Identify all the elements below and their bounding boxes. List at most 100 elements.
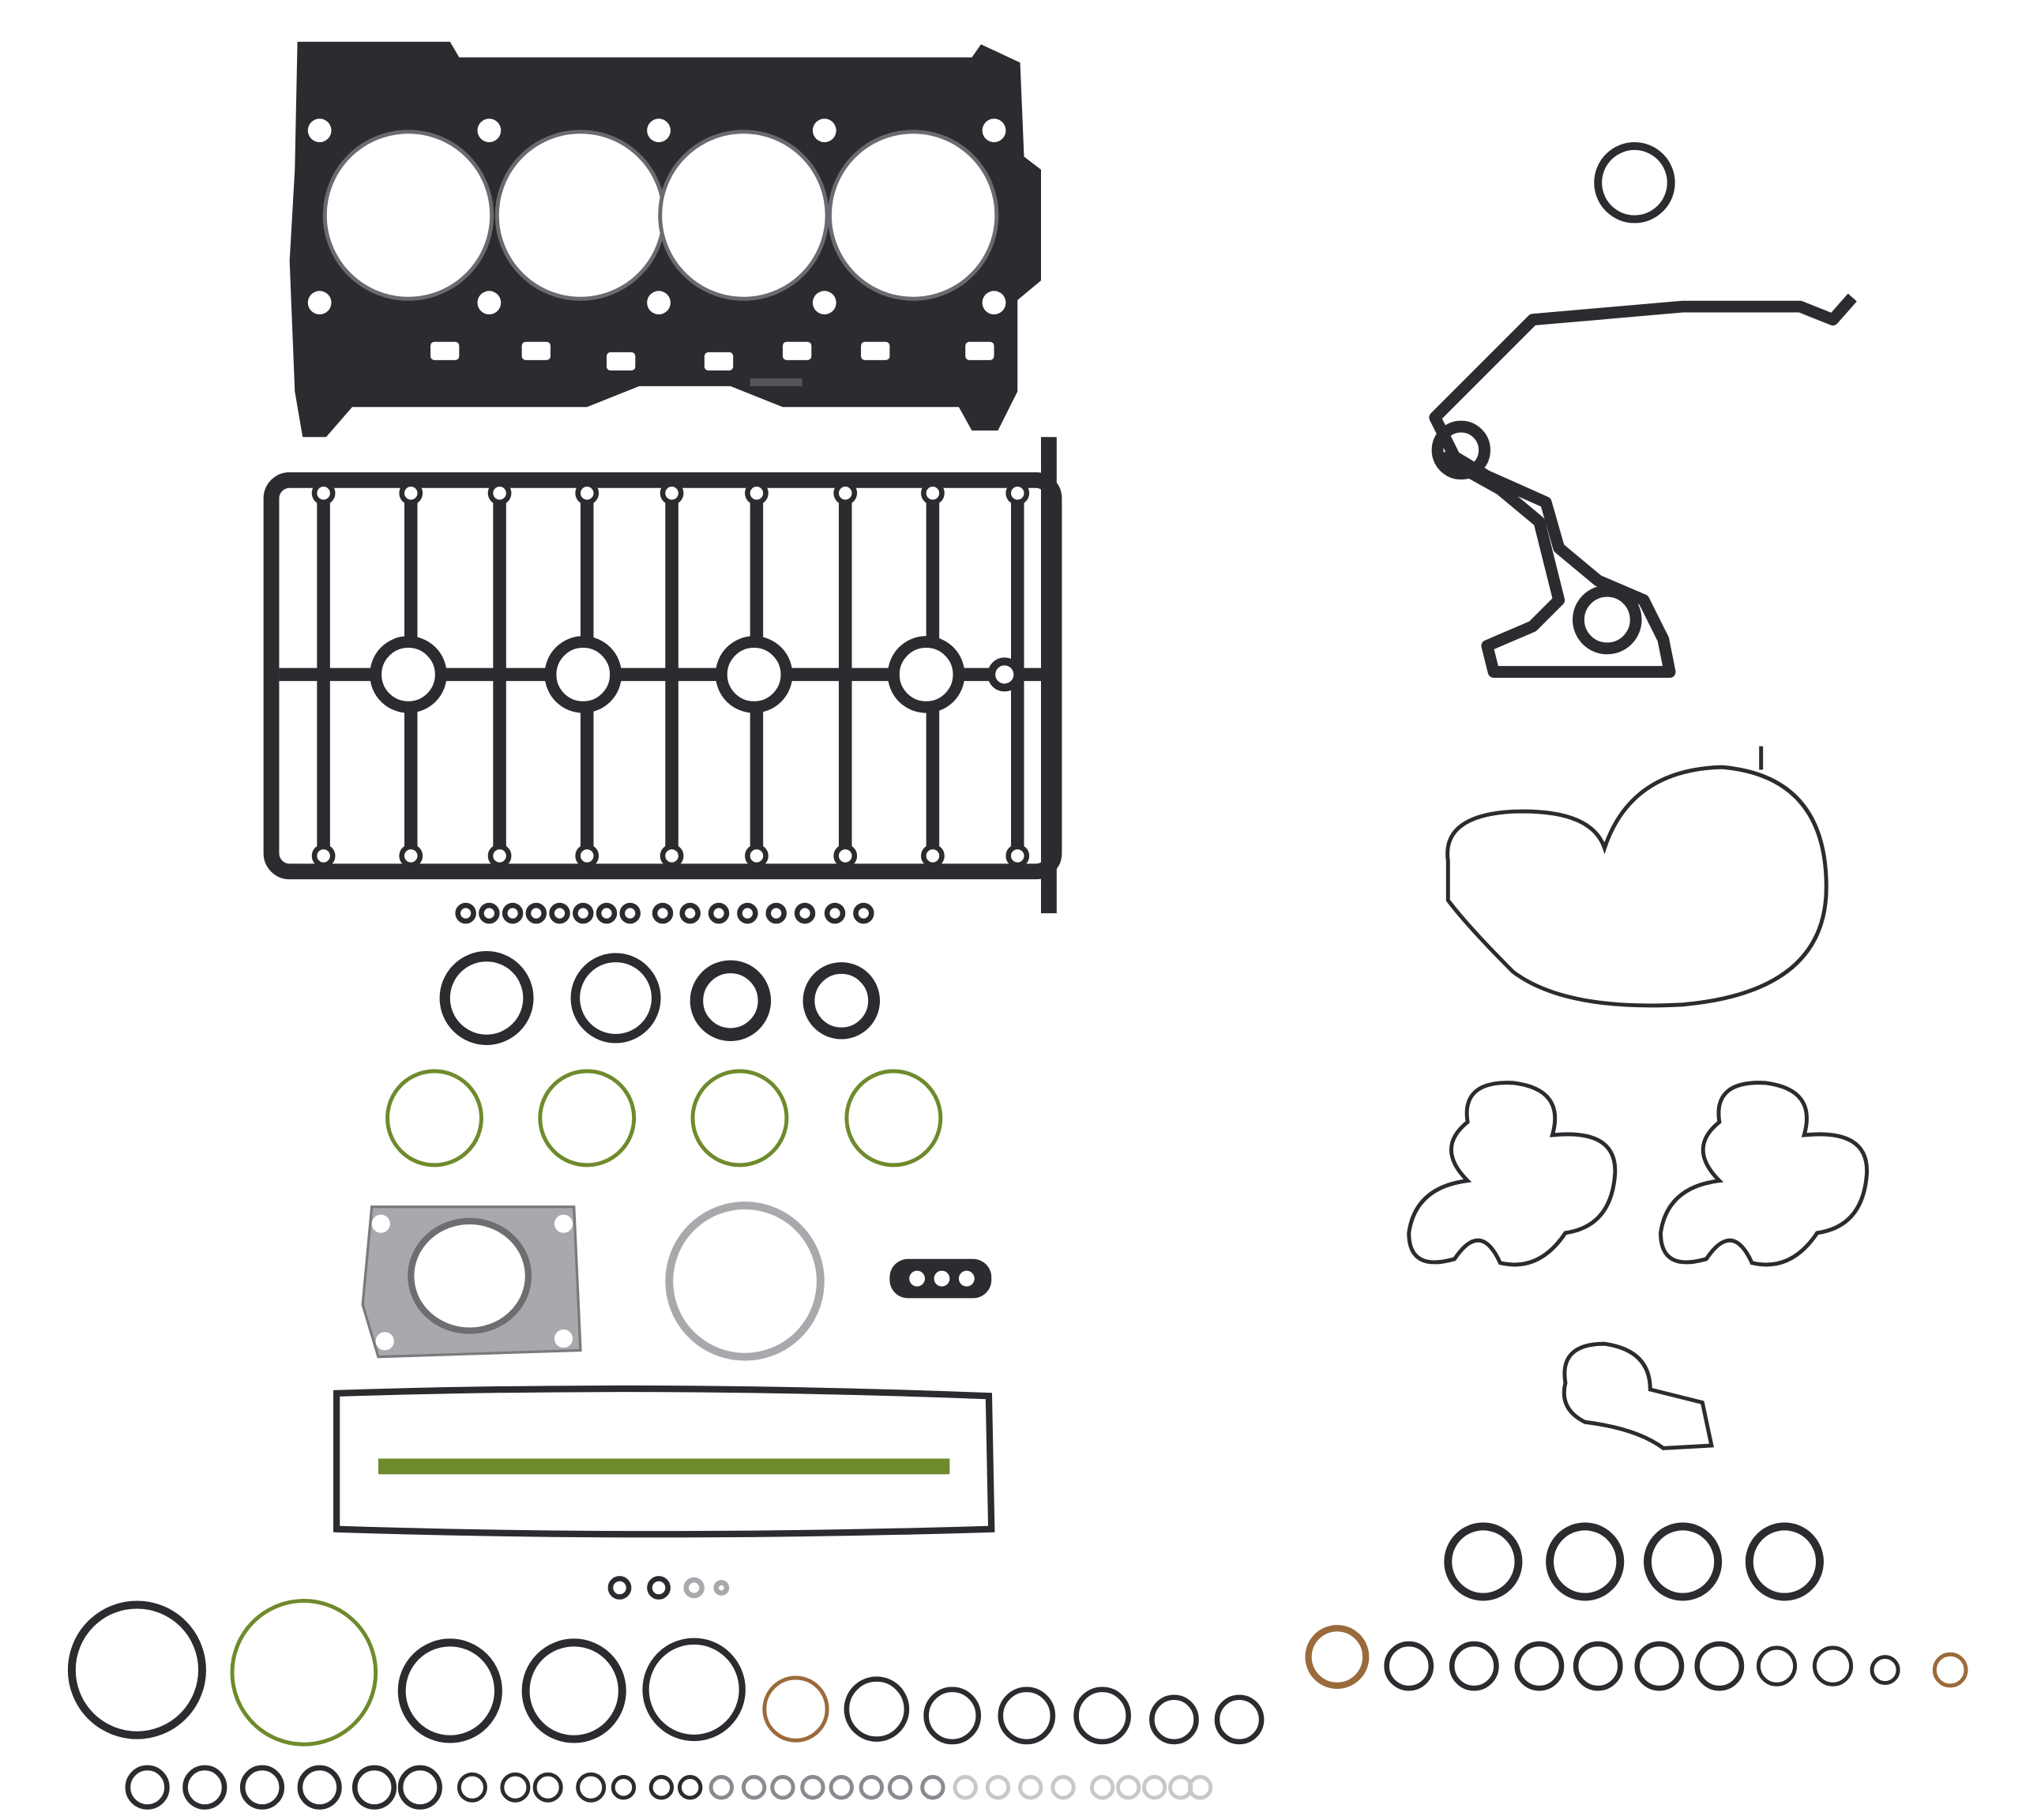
o-ring-seal <box>829 1775 854 1800</box>
o-ring-seal <box>607 1576 632 1600</box>
o-ring-seal <box>844 1069 943 1168</box>
o-ring-seal <box>648 1775 675 1800</box>
bolt-hole <box>647 118 671 143</box>
o-ring-seal <box>853 902 874 924</box>
o-ring-seal <box>998 1687 1056 1745</box>
o-ring-seal <box>844 1676 910 1742</box>
o-ring-seal <box>1305 1625 1370 1690</box>
bolt-hole <box>982 291 1006 315</box>
o-ring-seal <box>741 1775 767 1800</box>
coolant-port <box>430 341 460 360</box>
spark-plug-seal <box>370 636 447 713</box>
o-ring-seal <box>1634 1641 1685 1691</box>
intake-gasket-left <box>1407 1081 1618 1267</box>
o-ring-seal <box>619 902 641 924</box>
bolt-hole <box>921 844 945 868</box>
o-ring-seal <box>439 951 534 1045</box>
o-ring-seal <box>1594 142 1675 224</box>
bolt-hole <box>745 481 769 506</box>
o-ring-seal <box>397 1765 442 1810</box>
coolant-port <box>782 341 812 360</box>
o-ring-seal <box>794 902 816 924</box>
o-ring-seal <box>1384 1641 1434 1691</box>
o-ring-seal <box>351 1765 397 1810</box>
bolt-hole <box>660 844 684 868</box>
bolt-hole <box>575 844 599 868</box>
o-ring-seal <box>230 1599 378 1747</box>
bolt-hole <box>399 481 423 506</box>
o-ring-seal <box>920 1775 945 1800</box>
o-ring-seal <box>770 1775 795 1800</box>
bolt-hole <box>399 844 423 868</box>
o-ring-seal <box>683 1577 705 1599</box>
o-ring-seal <box>1050 1775 1076 1800</box>
o-ring-seal <box>713 1580 730 1596</box>
o-ring-seal <box>502 902 524 924</box>
o-ring-seal <box>1573 1641 1623 1691</box>
bolt-hole <box>833 844 858 868</box>
bolt-hole <box>987 657 1022 692</box>
o-ring-seal <box>1756 1645 1798 1687</box>
o-ring-seal <box>532 1772 563 1803</box>
oil-pan-strip-gasket <box>333 1385 995 1538</box>
coolant-port <box>965 341 994 360</box>
o-ring-seal <box>1449 1641 1499 1691</box>
o-ring-seal <box>1089 1775 1115 1800</box>
o-ring-seal <box>762 1675 829 1743</box>
o-ring-seal <box>1745 1522 1824 1601</box>
coolant-port <box>861 341 890 360</box>
bolt-hole <box>487 481 512 506</box>
turbo-flange-gasket <box>361 1205 582 1359</box>
water-pump-gasket <box>1562 1341 1714 1450</box>
bolt-hole <box>311 481 336 506</box>
head-gasket-marking <box>750 378 802 386</box>
o-ring-seal <box>479 902 500 924</box>
o-ring-seal <box>397 1638 502 1743</box>
o-ring-seal <box>1812 1645 1854 1687</box>
o-ring-seal <box>1187 1775 1213 1800</box>
o-ring-seal <box>1444 1522 1523 1601</box>
intake-gasket-right <box>1659 1081 1869 1267</box>
spark-plug-seal <box>544 636 622 713</box>
o-ring-seal <box>1141 1775 1167 1800</box>
coolant-port <box>704 352 734 371</box>
o-ring-seal <box>678 1775 703 1800</box>
spark-plug-seal <box>887 636 965 713</box>
cylinder-bore <box>658 130 829 301</box>
o-ring-seal <box>665 1201 825 1361</box>
o-ring-seal <box>1546 1522 1625 1601</box>
cylinder-bore <box>494 130 667 301</box>
bolt-hole <box>812 118 836 143</box>
o-ring-seal <box>611 1775 637 1800</box>
o-ring-seal <box>521 1638 626 1743</box>
bolt-hole <box>575 481 599 506</box>
o-ring-seal <box>576 1772 607 1803</box>
oil-line-gasket <box>889 1258 992 1299</box>
o-ring-seal <box>182 1765 227 1810</box>
o-ring-seal <box>923 1687 982 1745</box>
bolt-hole <box>660 481 684 506</box>
valve-cover-gasket <box>263 437 1062 914</box>
bolt-hole <box>1005 481 1030 506</box>
bolt-hole <box>477 291 502 315</box>
coolant-port <box>521 341 551 360</box>
o-ring-seal <box>500 1772 531 1803</box>
o-ring-seal <box>538 1069 637 1168</box>
bolt-hole <box>307 118 332 143</box>
cylinder-bore <box>827 130 999 301</box>
bolt-hole <box>477 118 502 143</box>
o-ring-seal <box>1514 1641 1565 1691</box>
o-ring-seal <box>1932 1652 1968 1688</box>
o-ring-seal <box>549 902 570 924</box>
o-ring-seal <box>887 1775 913 1800</box>
o-ring-seal <box>1644 1522 1723 1601</box>
bolt-hole <box>487 844 512 868</box>
bolt-hole <box>921 481 945 506</box>
o-ring-seal <box>708 902 730 924</box>
o-ring-seal <box>859 1775 884 1800</box>
o-ring-seal <box>800 1775 825 1800</box>
o-ring-seal <box>1149 1694 1199 1745</box>
timing-cover-gasket <box>1429 293 1857 679</box>
o-ring-seal <box>525 902 547 924</box>
